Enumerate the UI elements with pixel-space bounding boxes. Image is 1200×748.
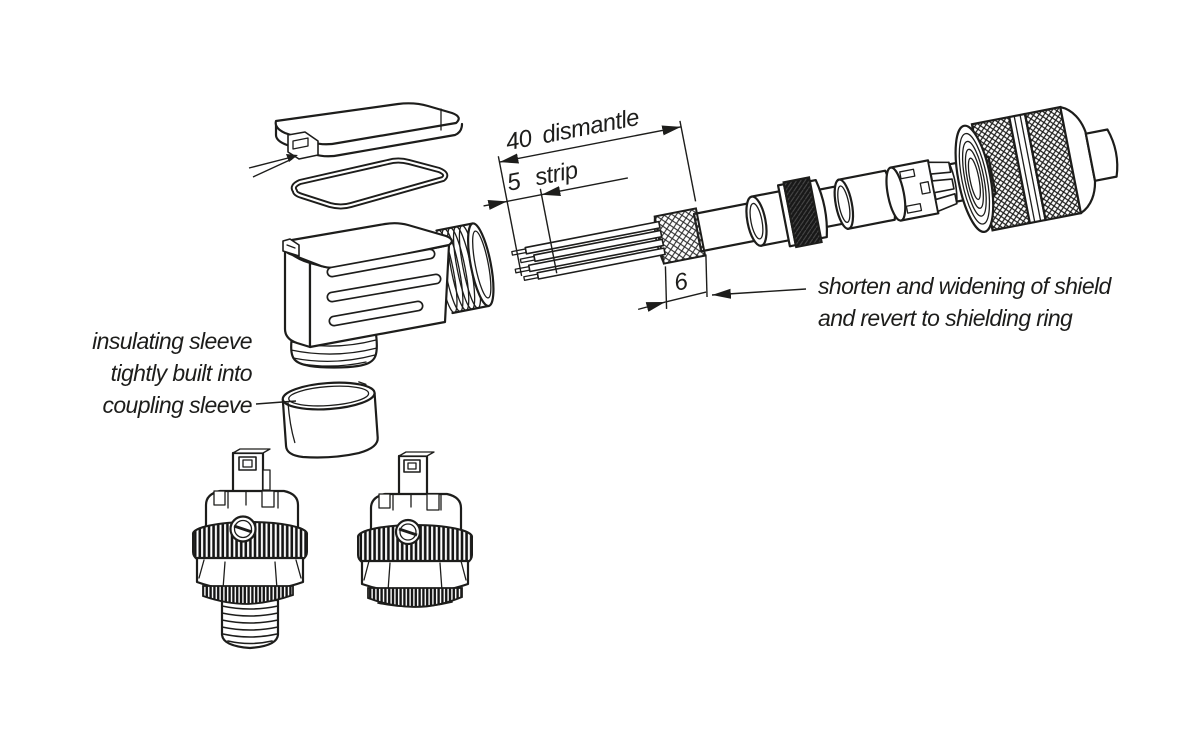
mounting-thread [220,598,280,650]
sleeve-note-leader [255,400,297,405]
clamping-cage [885,159,958,222]
flat-gasket [290,157,449,210]
dim-strip-label: strip [533,157,580,192]
contact-insert-right [356,451,474,608]
sleeve-note: insulating sleeve tightly built into cou… [92,328,297,418]
housing-latch-tab [282,238,300,257]
contact-insert-left [191,448,309,650]
housing-grooves [326,248,442,327]
dim-shield-value: 6 [672,268,691,297]
dim-shield: 6 [637,254,708,312]
rubber-seal [833,169,897,231]
shielding-ring [745,176,829,249]
knurled-pressure-screw [954,105,1119,233]
gasket-arrow [248,154,298,178]
coupling-sleeve [281,381,379,459]
shield-note-line2: and revert to shielding ring [818,305,1073,331]
serrated-ring [202,585,294,605]
shield-note-line1: shorten and widening of shield [818,273,1113,299]
protective-cover [274,102,464,160]
solder-terminal [231,448,271,499]
stripped-wires [511,220,666,281]
fixing-screw [229,515,257,543]
bottom-edge [377,601,453,608]
fixing-screw [394,518,422,546]
sleeve-note-line1: insulating sleeve [92,328,252,354]
shield-note: shorten and widening of shield and rever… [818,273,1113,331]
sleeve-note-line2: tightly built into [111,360,253,386]
dim-dismantle-value: 40 [504,125,536,157]
solder-terminal [397,451,435,500]
dim-strip: 5 strip [483,157,628,274]
dim-dismantle-label: dismantle [540,104,642,149]
sleeve-note-line3: coupling sleeve [102,392,252,418]
shield-note-leader [711,288,807,299]
housing-thread-collar [435,222,495,315]
dim-strip-value: 5 [505,168,524,197]
angled-connector-housing [282,222,495,369]
cover-latch [287,131,319,160]
